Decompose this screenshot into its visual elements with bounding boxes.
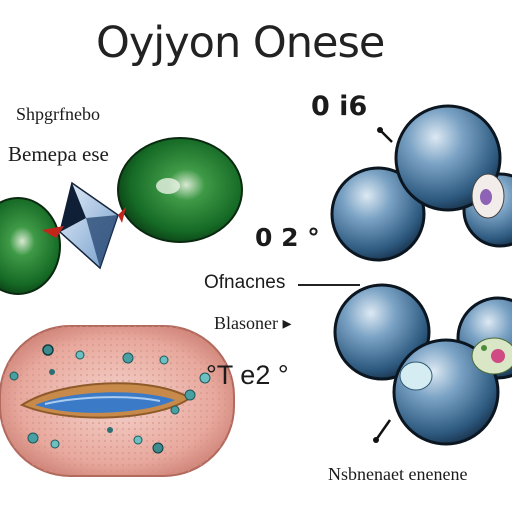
label-bottom: Nsbnenaet enenene — [328, 464, 468, 484]
tissue-organelles — [9, 344, 211, 454]
label-middle: 0 2 ° — [255, 223, 320, 252]
label-upper-left-1: Shpgrfnebo — [16, 104, 100, 124]
green-cell-left — [0, 197, 61, 295]
sphere-cluster-top — [330, 104, 512, 262]
prism-arrow — [42, 181, 126, 270]
tissue-cell — [0, 325, 235, 477]
label-center-1: Ofnacnes — [204, 272, 286, 293]
green-cell-right — [117, 137, 243, 243]
sphere-cluster-bottom — [333, 283, 512, 446]
label-upper-left-2: Bemepa ese — [8, 142, 109, 166]
label-right-top: 0 i6 — [311, 91, 368, 122]
label-center-3: °T e2 ° — [206, 360, 289, 390]
diagram-title: Oyjyon Onese — [96, 18, 385, 68]
label-center-2: Blasoner ▸ — [214, 313, 292, 333]
